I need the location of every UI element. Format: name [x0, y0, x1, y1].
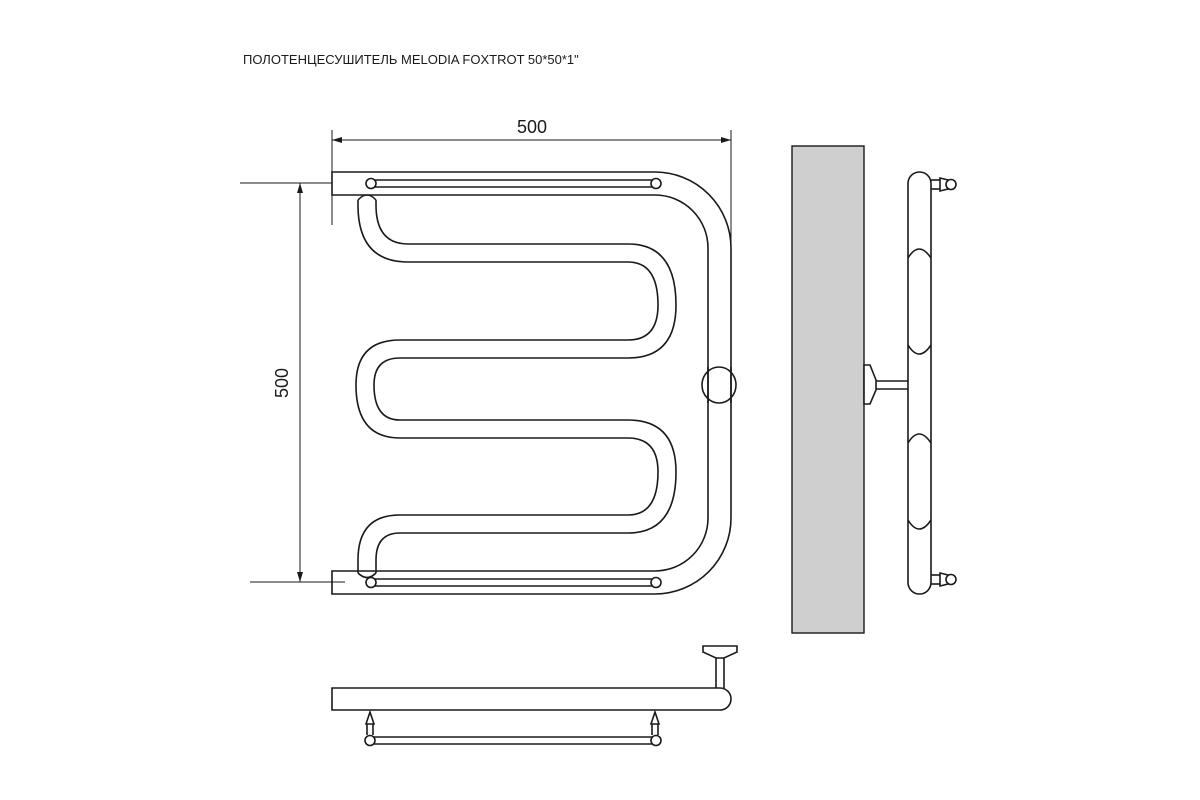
width-dimension-label: 500: [517, 117, 547, 137]
width-dimension: 500: [331, 117, 732, 300]
wall-section: [791, 145, 865, 634]
bottom-view: [331, 645, 738, 747]
side-view: [791, 145, 957, 634]
bottom-wall-bracket: [702, 645, 738, 688]
serpentine-tube-outer: [355, 200, 659, 573]
side-top-valve: [931, 176, 957, 193]
bottom-right-valve: [649, 709, 661, 735]
mounting-bracket: [701, 366, 737, 404]
outer-frame-pipe: [331, 171, 732, 595]
serpentine-tube-inner: [373, 200, 677, 573]
drawing-title: ПОЛОТЕНЦЕСУШИТЕЛЬ MELODIA FOXTROT 50*50*…: [243, 52, 579, 67]
top-towel-bar: [365, 177, 662, 190]
bottom-main-pipe: [331, 687, 732, 711]
height-dimension-label: 500: [272, 368, 292, 398]
bottom-towel-bar: [364, 734, 662, 747]
bottom-left-valve: [364, 709, 376, 735]
side-bottom-valve: [931, 571, 957, 588]
bottom-towel-bar: [365, 576, 662, 589]
front-view: 500 500: [240, 117, 737, 595]
height-dimension: 500: [240, 182, 345, 583]
side-wall-bracket: [863, 364, 908, 405]
side-vertical-pipe: [907, 171, 932, 595]
